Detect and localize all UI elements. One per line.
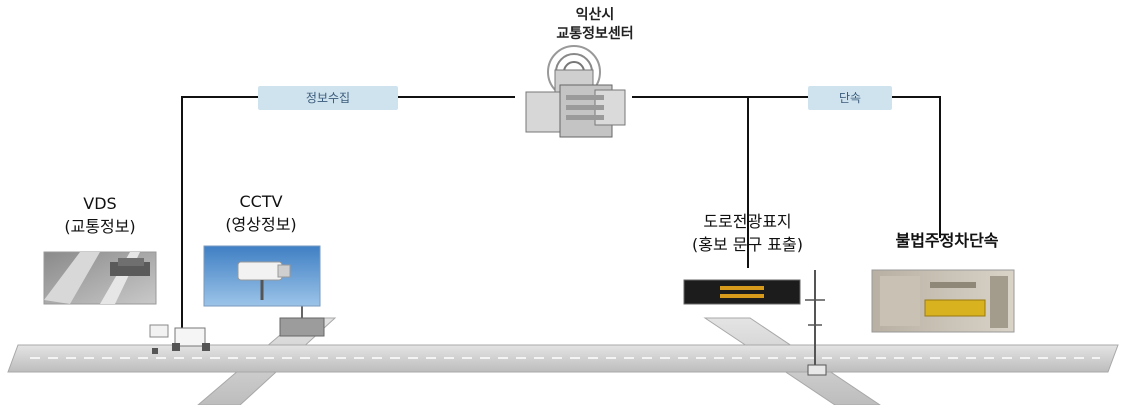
vms-subtitle: (홍보 문구 표출)	[692, 235, 803, 254]
cctv-photo	[203, 245, 321, 307]
vms-label: 도로전광표지 (홍보 문구 표출)	[660, 210, 835, 256]
road-main	[7, 344, 1119, 373]
center-title-line2: 교통정보센터	[556, 26, 634, 42]
collect-label: 정보수집	[258, 86, 398, 110]
line-collect	[181, 96, 515, 345]
parking-title: 불법주정차단속	[895, 231, 999, 250]
vds-photo	[43, 251, 157, 305]
line-enforce	[632, 96, 941, 238]
cctv-label: CCTV (영상정보)	[196, 190, 326, 236]
vds-label: VDS (교통정보)	[36, 192, 164, 238]
connection-lines	[181, 96, 941, 345]
vds-sensor-icon	[149, 324, 210, 354]
parking-label: 불법주정차단속	[852, 229, 1042, 252]
cctv-title: CCTV	[239, 192, 283, 211]
parking-photo	[871, 269, 1015, 333]
enforce-label: 단속	[808, 86, 892, 110]
center-title-line1: 익산시	[575, 7, 615, 23]
vms-sign	[683, 279, 801, 305]
vms-pole-icon	[805, 270, 827, 376]
vms-title: 도로전광표지	[703, 212, 792, 231]
vds-subtitle: (교통정보)	[64, 217, 136, 236]
cctv-pole-icon	[279, 306, 325, 337]
cctv-subtitle: (영상정보)	[225, 215, 297, 234]
road-network	[7, 317, 1119, 405]
vds-title: VDS	[83, 194, 117, 213]
center-title: 익산시 교통정보센터	[510, 6, 680, 44]
server-icon	[525, 45, 626, 138]
